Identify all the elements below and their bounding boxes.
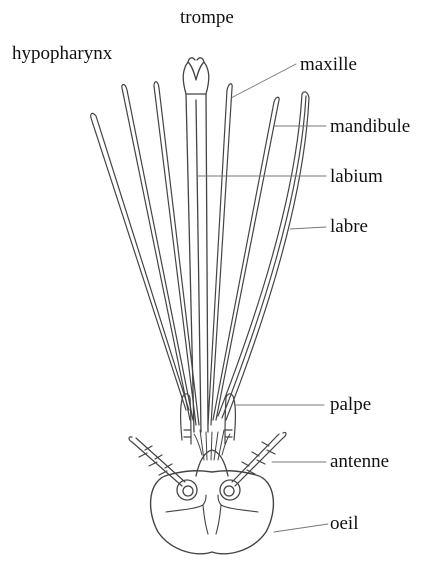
label-oeil: oeil (330, 514, 359, 533)
label-antenne: antenne (330, 452, 389, 471)
right-mandible-stylet (213, 97, 279, 420)
right-maxilla-stylet (208, 84, 232, 425)
label-hypopharynx: hypopharynx (12, 44, 112, 63)
labium-proboscis (183, 58, 209, 432)
label-trompe: trompe (180, 8, 234, 27)
left-eye (177, 480, 197, 500)
label-mandibule: mandibule (330, 117, 410, 136)
hypopharynx-stylet (91, 113, 189, 410)
label-labium: labium (330, 167, 383, 186)
head-capsule (151, 471, 274, 554)
label-labre: labre (330, 217, 368, 236)
labrum-stylet (218, 92, 309, 420)
label-maxille: maxille (300, 55, 357, 74)
leader-lines (198, 64, 328, 532)
oeil-leader (274, 524, 328, 532)
left-antenna (129, 437, 185, 486)
head-suture (166, 495, 258, 534)
label-palpe: palpe (330, 395, 371, 414)
maxille-leader (231, 64, 296, 98)
right-antenna (232, 432, 286, 486)
right-eye (220, 480, 240, 500)
left-maxilla-stylet (122, 85, 193, 421)
labre-leader (290, 227, 326, 229)
